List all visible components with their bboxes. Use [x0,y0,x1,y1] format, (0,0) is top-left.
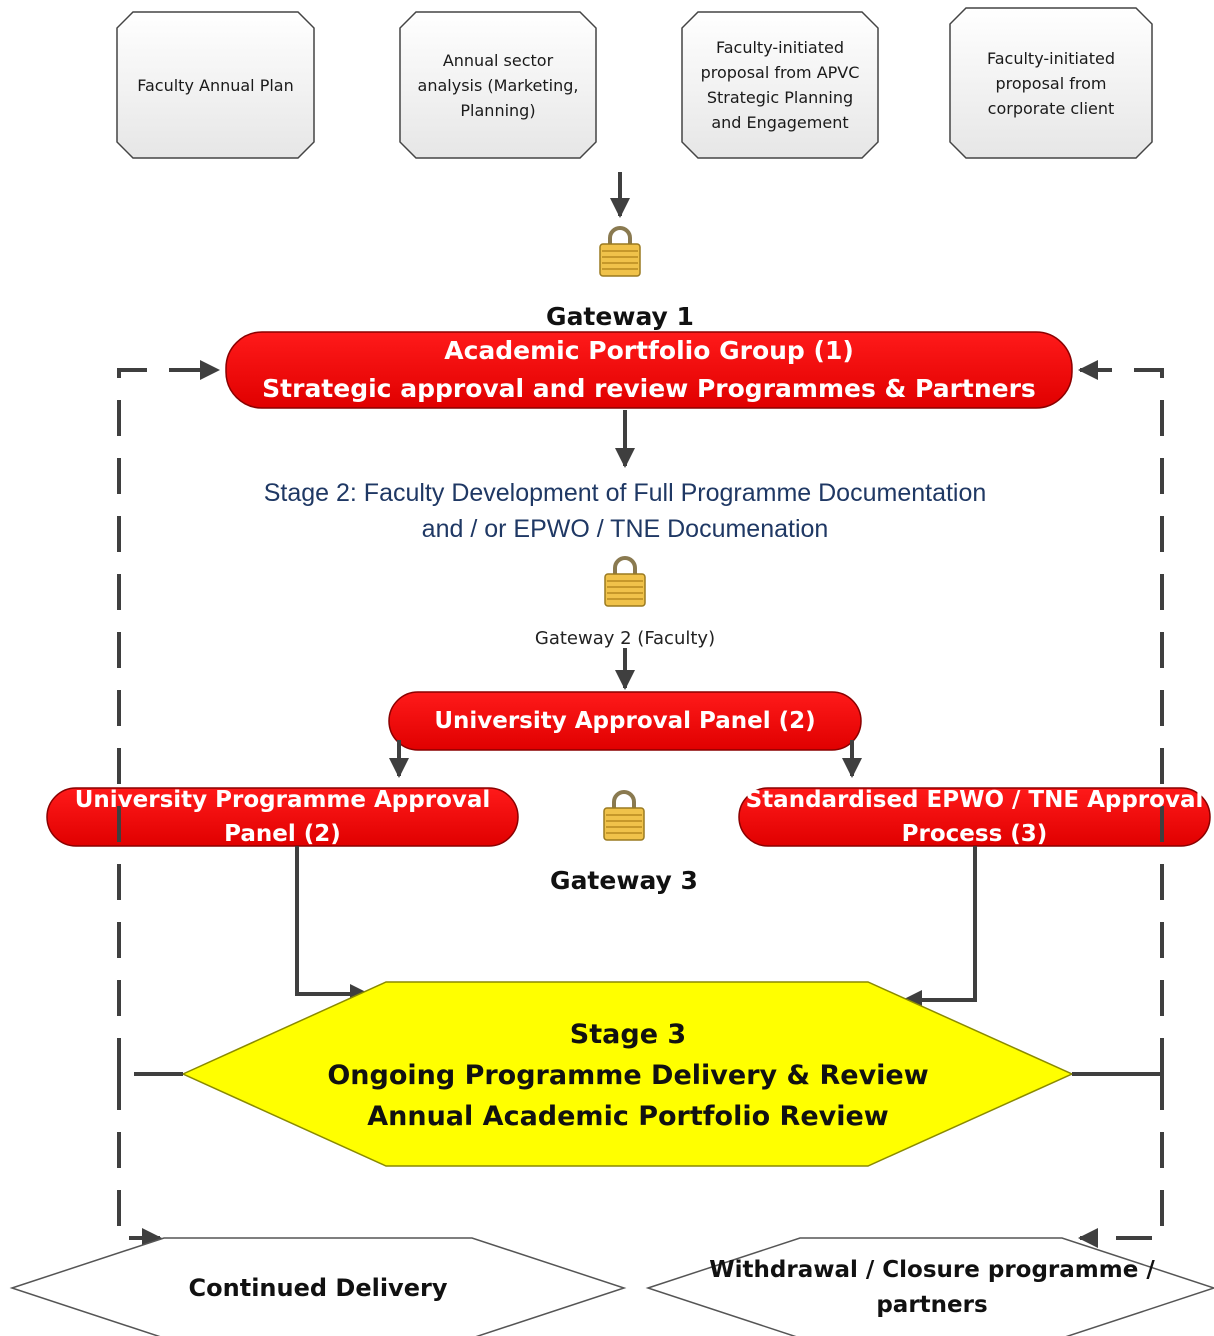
source-label-corporate-client: Faculty-initiated proposal from corporat… [987,48,1115,118]
dashed-right-to-withdrawal [1078,1074,1164,1248]
continued-delivery-label: Continued Delivery [188,1274,448,1302]
stage2-description: Stage 2: Faculty Development of Full Pro… [263,479,987,543]
withdrawal-closure-label: Withdrawal / Closure programme / partner… [709,1257,1155,1318]
withdrawal-closure-hexagon [645,1237,1214,1336]
academic-portfolio-group-label: Academic Portfolio Group (1) Strategic a… [262,336,1036,403]
gateway3-padlock-icon [602,790,646,842]
source-label-apvc-proposal: Faculty-initiated proposal from APVC Str… [700,38,860,132]
arrow-upap-to-stage3 [295,846,370,1004]
university-approval-panel-box [388,691,862,751]
gateway1-padlock-icon [598,226,642,278]
source-label-faculty-annual-plan: Faculty Annual Plan [137,75,294,95]
gateway1-title: Gateway 1 [546,301,694,331]
source-box-apvc-proposal [681,11,879,159]
university-approval-panel-label: University Approval Panel (2) [434,708,816,734]
source-box-sector-analysis [399,11,597,159]
gateway3-title: Gateway 3 [550,865,698,895]
dashed-loop-right-to-apg [1078,360,1164,1074]
epwo-tne-approval-process-label: Standardised EPWO / TNE Approval Process… [745,787,1204,847]
gateway2-label: Gateway 2 (Faculty) [534,627,716,649]
academic-portfolio-group-box [225,331,1073,409]
stage3-label: Stage 3 Ongoing Programme Delivery & Rev… [327,1018,929,1132]
dashed-left-to-continued [117,1074,162,1248]
arrow-epwo-to-stage3 [902,846,977,1010]
continued-delivery-hexagon [9,1237,627,1336]
gateway2-padlock-icon [603,556,647,608]
source-label-sector-analysis: Annual sector analysis (Marketing, Plann… [417,50,579,120]
university-programme-approval-panel-box [46,787,519,847]
source-box-faculty-annual-plan [116,11,315,159]
source-box-corporate-client [949,7,1153,159]
dashed-loop-left-to-apg [117,360,220,1074]
university-programme-approval-panel-label: University Programme Approval Panel (2) [74,787,491,847]
